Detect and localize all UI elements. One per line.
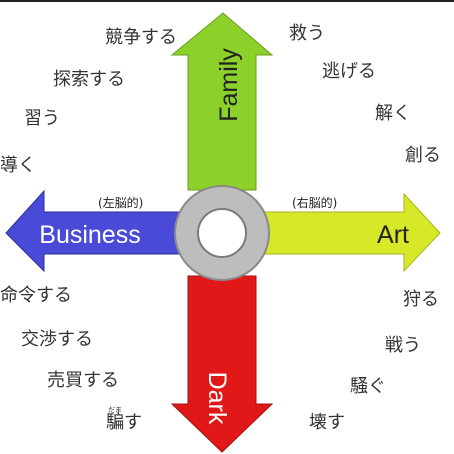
verb-top-right-4: 創る xyxy=(405,145,441,166)
verb-bottom-left-4: 騙す xyxy=(106,412,142,433)
dark-arrow xyxy=(170,275,274,453)
verb-bottom-left-3: 売買する xyxy=(47,370,119,391)
verb-bottom-right-3: 騒ぐ xyxy=(350,376,386,397)
center-hole xyxy=(197,208,247,258)
verb-top-right-1: 救う xyxy=(289,23,325,44)
family-arrow xyxy=(170,12,274,191)
verb-top-left-4: 導く xyxy=(0,155,36,176)
verb-bottom-right-4: 壊す xyxy=(309,412,345,433)
axis-label-business: Business xyxy=(39,221,140,249)
business-arrow xyxy=(5,189,191,273)
verb-top-right-3: 解く xyxy=(375,103,411,124)
verb-bottom-right-1: 狩る xyxy=(403,289,439,310)
axis-label-family: Family xyxy=(215,48,243,122)
right-brain-label: (右脳的) xyxy=(292,196,338,210)
top-border-line xyxy=(0,0,454,2)
ruby-damasu: だま xyxy=(108,406,122,414)
axis-label-dark: Dark xyxy=(203,372,231,425)
verb-top-left-2: 探索する xyxy=(53,69,125,90)
verb-top-left-1: 競争する xyxy=(105,27,177,48)
axis-label-art: Art xyxy=(377,221,409,249)
art-arrow xyxy=(255,192,441,273)
verb-bottom-right-2: 戦う xyxy=(385,335,421,356)
verb-bottom-left-1: 命令する xyxy=(0,285,72,306)
left-brain-label: (左脳的) xyxy=(98,196,144,210)
verb-top-right-2: 逃げる xyxy=(322,61,376,82)
verb-top-left-3: 習う xyxy=(24,108,60,129)
verb-bottom-left-2: 交渉する xyxy=(21,329,93,350)
